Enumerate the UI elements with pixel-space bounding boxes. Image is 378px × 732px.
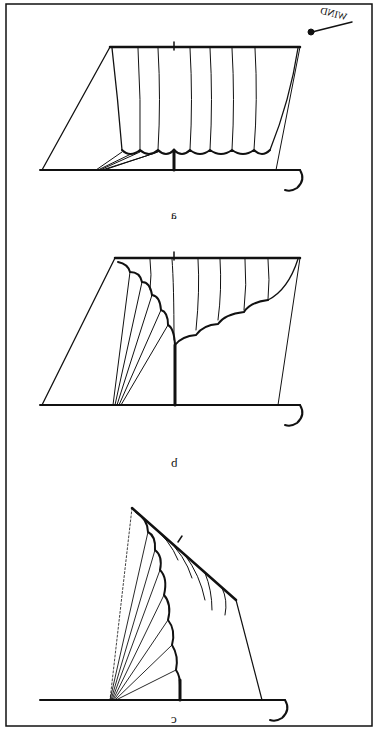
sail-a — [40, 42, 302, 191]
wind-label: WIND — [320, 6, 349, 22]
sail-c — [40, 508, 287, 721]
sail-b — [40, 252, 302, 426]
figure-letter: c — [171, 712, 177, 725]
wind-arrow — [308, 22, 352, 35]
frame — [6, 4, 372, 726]
figure-letter: b — [171, 456, 178, 469]
figure-letter: a — [171, 208, 177, 221]
